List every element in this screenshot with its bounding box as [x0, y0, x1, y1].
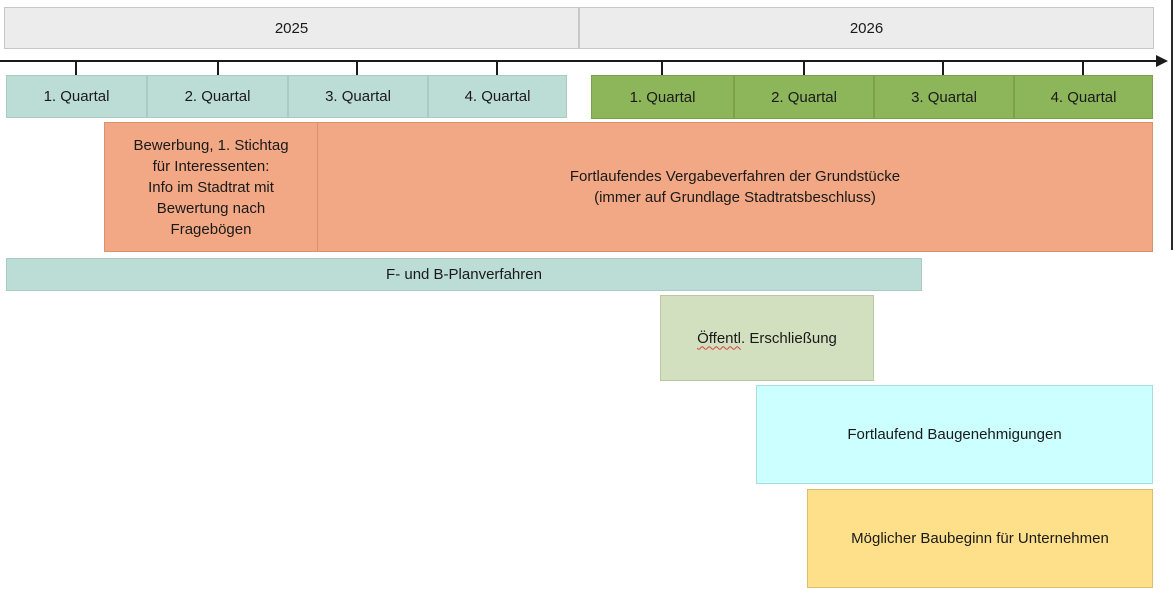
- divider: [1171, 0, 1173, 250]
- phase-erschliessung: Öffentl. Erschließung: [660, 295, 874, 381]
- phase-planverfahren: F- und B-Planverfahren: [6, 258, 922, 291]
- axis-tick: [356, 61, 358, 75]
- quarter-2025-q2: 2. Quartal: [147, 75, 288, 118]
- phase-bewerbung: Bewerbung, 1. Stichtag für Interessenten…: [104, 122, 318, 252]
- phase-bewerbung-line: Fragebögen: [170, 220, 252, 238]
- phase-bewerbung-line: Info im Stadtrat mit: [148, 178, 274, 196]
- phase-vergabe-line: Fortlaufendes Vergabeverfahren der Grund…: [569, 168, 901, 185]
- axis-tick: [75, 61, 77, 75]
- quarter-2026-q3: 3. Quartal: [874, 75, 1014, 119]
- phase-vergabe-line: (immer auf Grundlage Stadtratsbeschluss): [594, 189, 876, 206]
- quarter-label: 2. Quartal: [184, 88, 251, 105]
- axis-tick: [1082, 61, 1084, 75]
- timeline-axis: [0, 60, 1160, 62]
- quarter-2025-q4: 4. Quartal: [428, 75, 567, 118]
- axis-tick: [496, 61, 498, 75]
- quarter-2025-q1: 1. Quartal: [6, 75, 147, 118]
- quarter-2026-q2: 2. Quartal: [734, 75, 874, 119]
- quarter-label: 4. Quartal: [1050, 88, 1117, 106]
- spellcheck-word: Öffentl: [697, 329, 742, 347]
- timeline-arrow-icon: [1156, 55, 1168, 67]
- quarter-label: 2. Quartal: [771, 88, 837, 106]
- phase-baubeginn-label: Möglicher Baubeginn für Unternehmen: [851, 530, 1109, 547]
- year-label-2026: 2026: [849, 19, 884, 37]
- year-label-2025: 2025: [274, 19, 309, 37]
- quarter-2026-q4: 4. Quartal: [1014, 75, 1153, 119]
- phase-planverfahren-label: F- und B-Planverfahren: [386, 266, 542, 283]
- quarter-label: 4. Quartal: [464, 88, 531, 105]
- axis-tick: [217, 61, 219, 75]
- phase-bewerbung-line: Bewerbung, 1. Stichtag: [133, 136, 289, 154]
- axis-tick: [942, 61, 944, 75]
- phase-erschliessung-label: Öffentl. Erschließung: [697, 328, 837, 349]
- phase-erschliessung-suffix: . Erschließung: [741, 329, 837, 347]
- phase-baubeginn: Möglicher Baubeginn für Unternehmen: [807, 489, 1153, 588]
- phase-vergabeverfahren: Fortlaufendes Vergabeverfahren der Grund…: [317, 122, 1153, 252]
- axis-tick: [661, 61, 663, 75]
- quarter-2026-q1: 1. Quartal: [591, 75, 734, 119]
- axis-tick: [803, 61, 805, 75]
- quarter-label: 3. Quartal: [911, 88, 977, 106]
- phase-baugenehmigungen: Fortlaufend Baugenehmigungen: [756, 385, 1153, 484]
- quarter-label: 3. Quartal: [325, 88, 391, 105]
- phase-baugenehmigungen-label: Fortlaufend Baugenehmigungen: [847, 426, 1062, 443]
- year-header-2026: 2026: [579, 7, 1154, 49]
- quarter-label: 1. Quartal: [43, 88, 110, 105]
- quarter-2025-q3: 3. Quartal: [288, 75, 428, 118]
- phase-bewerbung-line: Bewertung nach: [156, 199, 266, 217]
- year-header-2025: 2025: [4, 7, 579, 49]
- phase-bewerbung-line: für Interessenten:: [152, 157, 270, 175]
- quarter-label: 1. Quartal: [629, 88, 696, 106]
